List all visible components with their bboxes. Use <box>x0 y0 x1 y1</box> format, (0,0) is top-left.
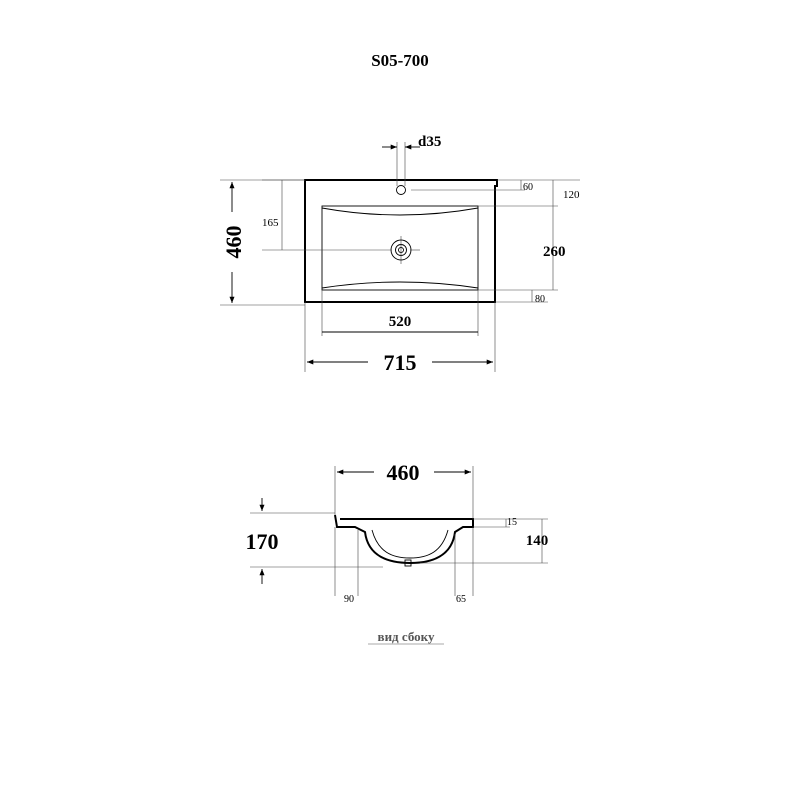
side-dim-65: 65 <box>456 594 466 605</box>
side-dim-460: 460 <box>387 460 420 485</box>
dim-715: 715 <box>384 350 417 375</box>
dim-460-depth: 460 <box>221 226 246 259</box>
side-dim-90: 90 <box>344 594 354 605</box>
dim-260: 260 <box>543 244 566 260</box>
side-view-caption: вид сбоку <box>378 629 435 644</box>
dim-120: 120 <box>563 189 580 201</box>
side-dim-15: 15 <box>507 517 517 528</box>
dim-d35: d35 <box>418 134 441 150</box>
side-profile <box>334 514 474 565</box>
bowl-curve-top <box>321 207 479 216</box>
faucet-hole <box>396 185 406 195</box>
side-dim-170: 170 <box>246 529 279 554</box>
dim-520: 520 <box>389 314 412 330</box>
bowl-rim <box>321 205 479 291</box>
bowl-curve-bottom <box>321 281 479 289</box>
dim-60: 60 <box>523 182 533 193</box>
dim-80: 80 <box>535 294 545 305</box>
side-dim-140: 140 <box>526 533 549 549</box>
side-view: 460 170 15 140 90 65 вид сбоку <box>246 460 549 645</box>
dim-165: 165 <box>262 217 279 229</box>
model-title: S05-700 <box>371 51 429 70</box>
top-view: d35 60 120 260 80 165 460 520 <box>220 134 580 375</box>
